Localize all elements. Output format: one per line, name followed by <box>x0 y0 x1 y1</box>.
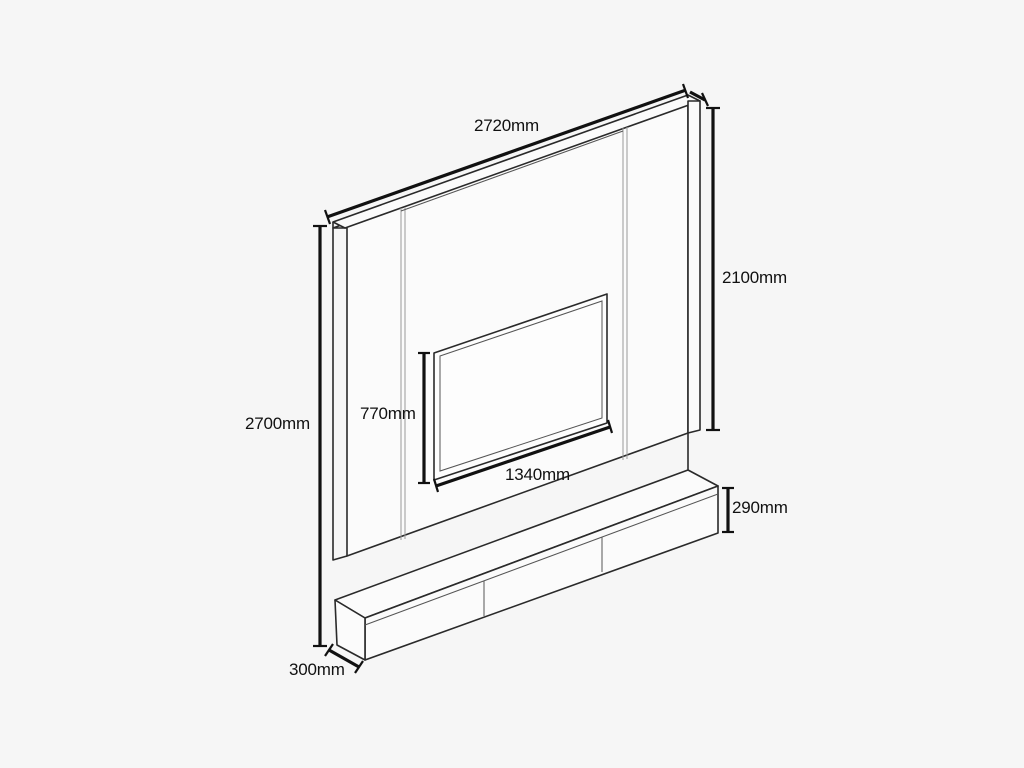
label-total-height: 2700mm <box>245 414 310 433</box>
cabinet-drawer-line <box>364 493 719 626</box>
dim-line-overall-width <box>326 88 687 219</box>
dim-line-depth <box>328 648 360 669</box>
dim-line-top-depth <box>689 90 706 102</box>
tv-screen <box>439 300 603 472</box>
dim-tick-depth-left <box>324 643 334 657</box>
label-tv-width: 1340mm <box>505 465 570 484</box>
label-cabinet-height: 290mm <box>732 498 788 517</box>
dim-tick-width-right <box>681 83 690 99</box>
tv-frame <box>433 293 608 481</box>
panel-top-inner-edge <box>400 130 624 212</box>
dim-tick-tv-left <box>432 478 440 493</box>
dim-tick-tv-right <box>606 419 614 434</box>
label-tv-height: 770mm <box>360 404 416 423</box>
dim-tick-top-depth <box>701 92 709 107</box>
label-upper-height: 2100mm <box>722 268 787 287</box>
dim-line-tv-width <box>435 425 611 488</box>
cabinet-side-face <box>334 599 366 661</box>
dim-tick-depth-right <box>354 660 364 674</box>
back-panel-side-face <box>687 100 701 434</box>
dim-tick-width-left <box>323 209 332 225</box>
back-panel-left-edge <box>332 222 348 561</box>
label-overall-width: 2720mm <box>474 116 539 135</box>
label-depth: 300mm <box>289 660 345 679</box>
